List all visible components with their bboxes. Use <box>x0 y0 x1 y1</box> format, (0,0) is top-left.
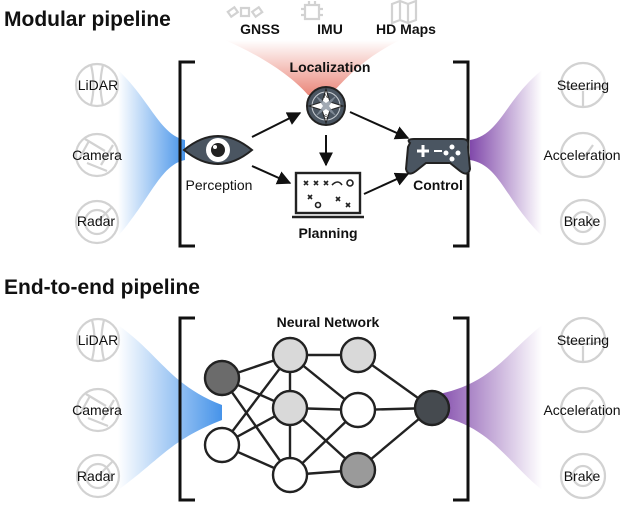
modular-title: Modular pipeline <box>4 8 171 31</box>
satellite-icon <box>226 5 264 19</box>
modular-sensor-label-lidar: LiDAR <box>78 77 118 93</box>
module-label-localization: Localization <box>290 59 371 75</box>
e2e-actuator-label-brake: Brake <box>564 468 601 484</box>
localization-input-beam <box>225 40 400 95</box>
map-icon <box>390 0 418 25</box>
modular-actuator-label-steering: Steering <box>557 77 609 93</box>
brake-icon <box>559 452 607 500</box>
nn-hidden2-node-2 <box>339 391 377 429</box>
nn-input-node-2 <box>203 426 241 464</box>
arrow-perception-to-localization <box>251 112 302 138</box>
speedometer-icon <box>559 386 607 434</box>
nn-hidden1-node-2 <box>271 389 309 427</box>
chip-icon <box>301 1 323 21</box>
module-label-control: Control <box>413 177 463 193</box>
radar-icon <box>75 453 121 499</box>
e2e-sensor-label-lidar: LiDAR <box>78 332 118 348</box>
modular-left-bracket <box>178 60 195 248</box>
compass-icon: N S <box>306 86 346 126</box>
compass-north-letter: N <box>324 94 328 100</box>
e2e-actuator-beam <box>434 325 542 490</box>
nn-hidden2-node-1 <box>339 336 377 374</box>
network-edges <box>221 353 433 477</box>
radar-icon <box>74 199 120 245</box>
arrow-planning-to-control <box>363 172 410 195</box>
speedometer-icon <box>559 131 607 179</box>
steering-wheel-icon <box>559 61 607 109</box>
neural-network-label: Neural Network <box>277 314 380 330</box>
e2e-right-bracket <box>453 316 470 502</box>
module-label-planning: Planning <box>298 225 357 241</box>
nn-hidden1-node-1 <box>271 336 309 374</box>
lidar-icon <box>75 317 121 363</box>
compass-south-letter: S <box>324 115 328 121</box>
e2e-sensor-label-radar: Radar <box>77 468 115 484</box>
gamepad-icon <box>404 138 472 175</box>
loc-input-label-hd-maps: HD Maps <box>376 21 436 37</box>
arrow-localization-to-control <box>349 111 410 140</box>
modular-sensor-label-camera: Camera <box>72 147 122 163</box>
camera-aperture-icon <box>75 387 121 433</box>
end-to-end-title: End-to-end pipeline <box>4 276 200 299</box>
e2e-actuator-label-acceleration: Acceleration <box>543 402 620 418</box>
e2e-actuator-label-steering: Steering <box>557 332 609 348</box>
loc-input-label-imu: IMU <box>317 21 343 37</box>
modular-actuator-label-brake: Brake <box>564 213 601 229</box>
lidar-icon <box>74 62 120 108</box>
e2e-left-bracket <box>178 316 195 502</box>
modular-actuator-beam <box>470 70 542 236</box>
arrow-perception-to-planning <box>251 165 292 185</box>
modular-actuator-label-acceleration: Acceleration <box>543 147 620 163</box>
e2e-sensor-label-camera: Camera <box>72 402 122 418</box>
nn-hidden1-node-3 <box>271 456 309 494</box>
module-label-perception: Perception <box>186 177 253 193</box>
eye-icon <box>182 135 254 165</box>
brake-icon <box>559 198 607 246</box>
e2e-sensor-beam <box>118 325 222 490</box>
loc-input-label-gnss: GNSS <box>240 21 280 37</box>
nn-input-node-1 <box>203 359 241 397</box>
camera-aperture-icon <box>74 132 120 178</box>
whiteboard-icon <box>292 171 364 219</box>
nn-hidden2-node-3 <box>339 451 377 489</box>
steering-wheel-icon <box>559 316 607 364</box>
modular-sensor-label-radar: Radar <box>77 213 115 229</box>
nn-output-node <box>413 389 451 427</box>
modular-sensor-beam <box>118 70 185 236</box>
